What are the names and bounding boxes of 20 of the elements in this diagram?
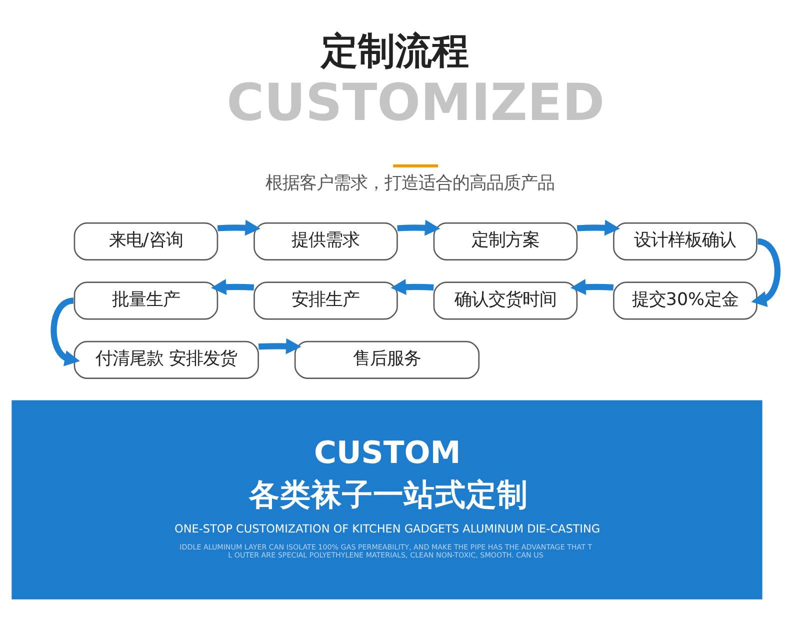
arrow [570,278,614,295]
arrow [211,278,254,295]
node-box: 安排生产 [254,281,398,320]
node-box: 提交30%定金 [613,281,758,320]
arrow [576,219,620,236]
node-box: 确认交货时间 [433,281,578,320]
label: CUSTOMIZED [226,73,605,132]
arrow [397,219,440,236]
node-box: 提供需求 [254,222,398,260]
label: 根据客户需求，打造适合的高品质产品 [265,172,554,193]
arrow [258,338,302,354]
node-box: 付清尾款 安排发货 [74,340,259,378]
diagram-title: 定制流程 [320,29,469,72]
arrow [390,278,434,295]
node-box: 售后服务 [294,340,480,378]
node-box: 设计样板确认 [613,222,758,260]
node-box: 来电/咨询 [74,222,218,260]
node-box: 批量生产 [74,281,218,320]
node-box: 定制方案 [433,222,578,260]
arrow [217,219,260,236]
